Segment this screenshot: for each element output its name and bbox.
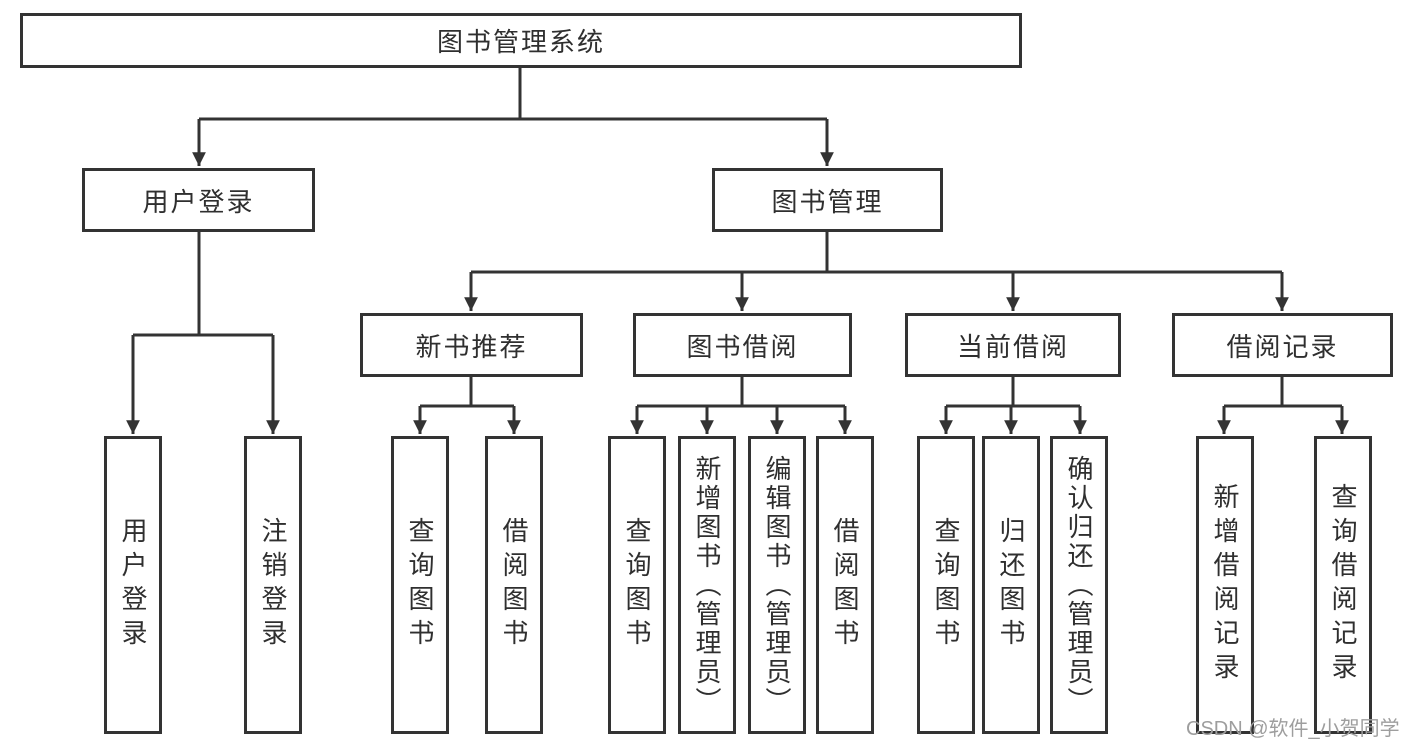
node-return-books: 归还图书 — [982, 436, 1040, 734]
node-book-management: 图书管理 — [712, 168, 943, 232]
node-label: 编辑图书（管理员） — [762, 454, 792, 716]
watermark: CSDN @软件_小贺同学 — [1186, 718, 1400, 740]
node-borrow-books-action: 借阅图书 — [816, 436, 874, 734]
node-query-borrow-record: 查询借阅记录 — [1314, 436, 1372, 734]
node-label: 查询图书 — [622, 517, 652, 653]
node-label: 当前借阅 — [956, 331, 1069, 362]
node-label: 查询借阅记录 — [1328, 483, 1358, 687]
node-book-borrow: 图书借阅 — [633, 313, 852, 377]
node-label: 用户登录 — [118, 517, 148, 653]
node-borrow-books-recommend: 借阅图书 — [485, 436, 543, 734]
node-query-books-recommend: 查询图书 — [391, 436, 449, 734]
node-query-books-borrow: 查询图书 — [608, 436, 666, 734]
node-label: 新增图书（管理员） — [692, 454, 722, 716]
node-label: 注销登录 — [258, 517, 288, 653]
node-label: 图书管理 — [771, 186, 884, 217]
node-add-borrow-record: 新增借阅记录 — [1196, 436, 1254, 734]
node-borrow-records: 借阅记录 — [1172, 313, 1393, 377]
node-label: 图书管理系统 — [436, 27, 605, 57]
node-label: 借阅记录 — [1226, 331, 1339, 362]
node-new-book-recommend: 新书推荐 — [360, 313, 583, 377]
node-add-books-admin: 新增图书（管理员） — [678, 436, 736, 734]
node-label: 归还图书 — [996, 517, 1026, 653]
node-user-login: 用户登录 — [82, 168, 315, 232]
node-confirm-return-admin: 确认归还（管理员） — [1050, 436, 1108, 734]
node-current-borrow: 当前借阅 — [905, 313, 1121, 377]
node-label: 用户登录 — [142, 186, 255, 217]
node-label: 借阅图书 — [830, 517, 860, 653]
node-query-books-current: 查询图书 — [917, 436, 975, 734]
node-label: 确认归还（管理员） — [1064, 454, 1094, 716]
node-label: 查询图书 — [931, 517, 961, 653]
node-label: 图书借阅 — [686, 331, 799, 362]
node-logout-action: 注销登录 — [244, 436, 302, 734]
node-user-login-action: 用户登录 — [104, 436, 162, 734]
node-label: 借阅图书 — [499, 517, 529, 653]
node-book-management-system: 图书管理系统 — [20, 13, 1022, 68]
node-label: 新增借阅记录 — [1210, 483, 1240, 687]
node-label: 查询图书 — [405, 517, 435, 653]
node-edit-books-admin: 编辑图书（管理员） — [748, 436, 806, 734]
node-label: 新书推荐 — [415, 331, 528, 362]
